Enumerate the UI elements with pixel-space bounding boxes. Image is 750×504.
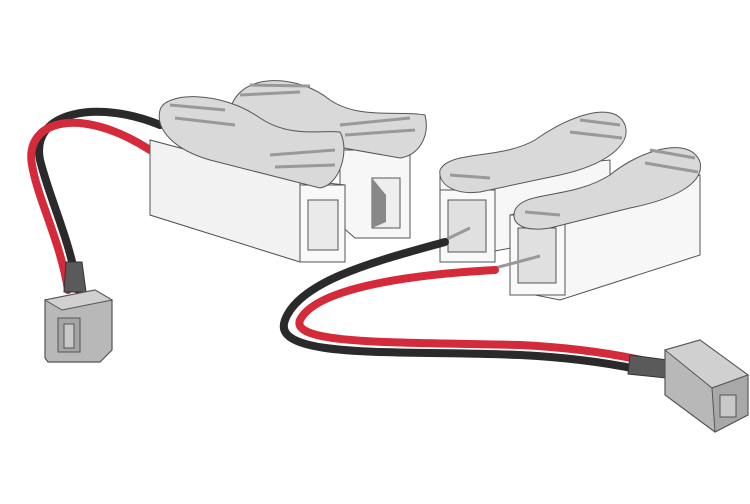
left-terminal-block-back <box>229 80 427 239</box>
right-terminal-block-front <box>509 147 701 301</box>
right-bare-wires <box>444 226 541 270</box>
right-black-wire <box>279 238 654 376</box>
left-black-wire <box>35 107 164 294</box>
right-cable <box>279 226 669 379</box>
lever-front-right <box>513 147 701 230</box>
left-cable <box>27 107 164 294</box>
left-plug-connector <box>43 289 114 363</box>
right-red-wire <box>295 266 654 366</box>
right-heatshrink <box>627 354 669 379</box>
left-terminal-block-front <box>149 96 346 263</box>
left-red-wire <box>27 118 154 294</box>
right-plug-connector <box>663 339 750 433</box>
left-heatshrink <box>63 261 87 293</box>
